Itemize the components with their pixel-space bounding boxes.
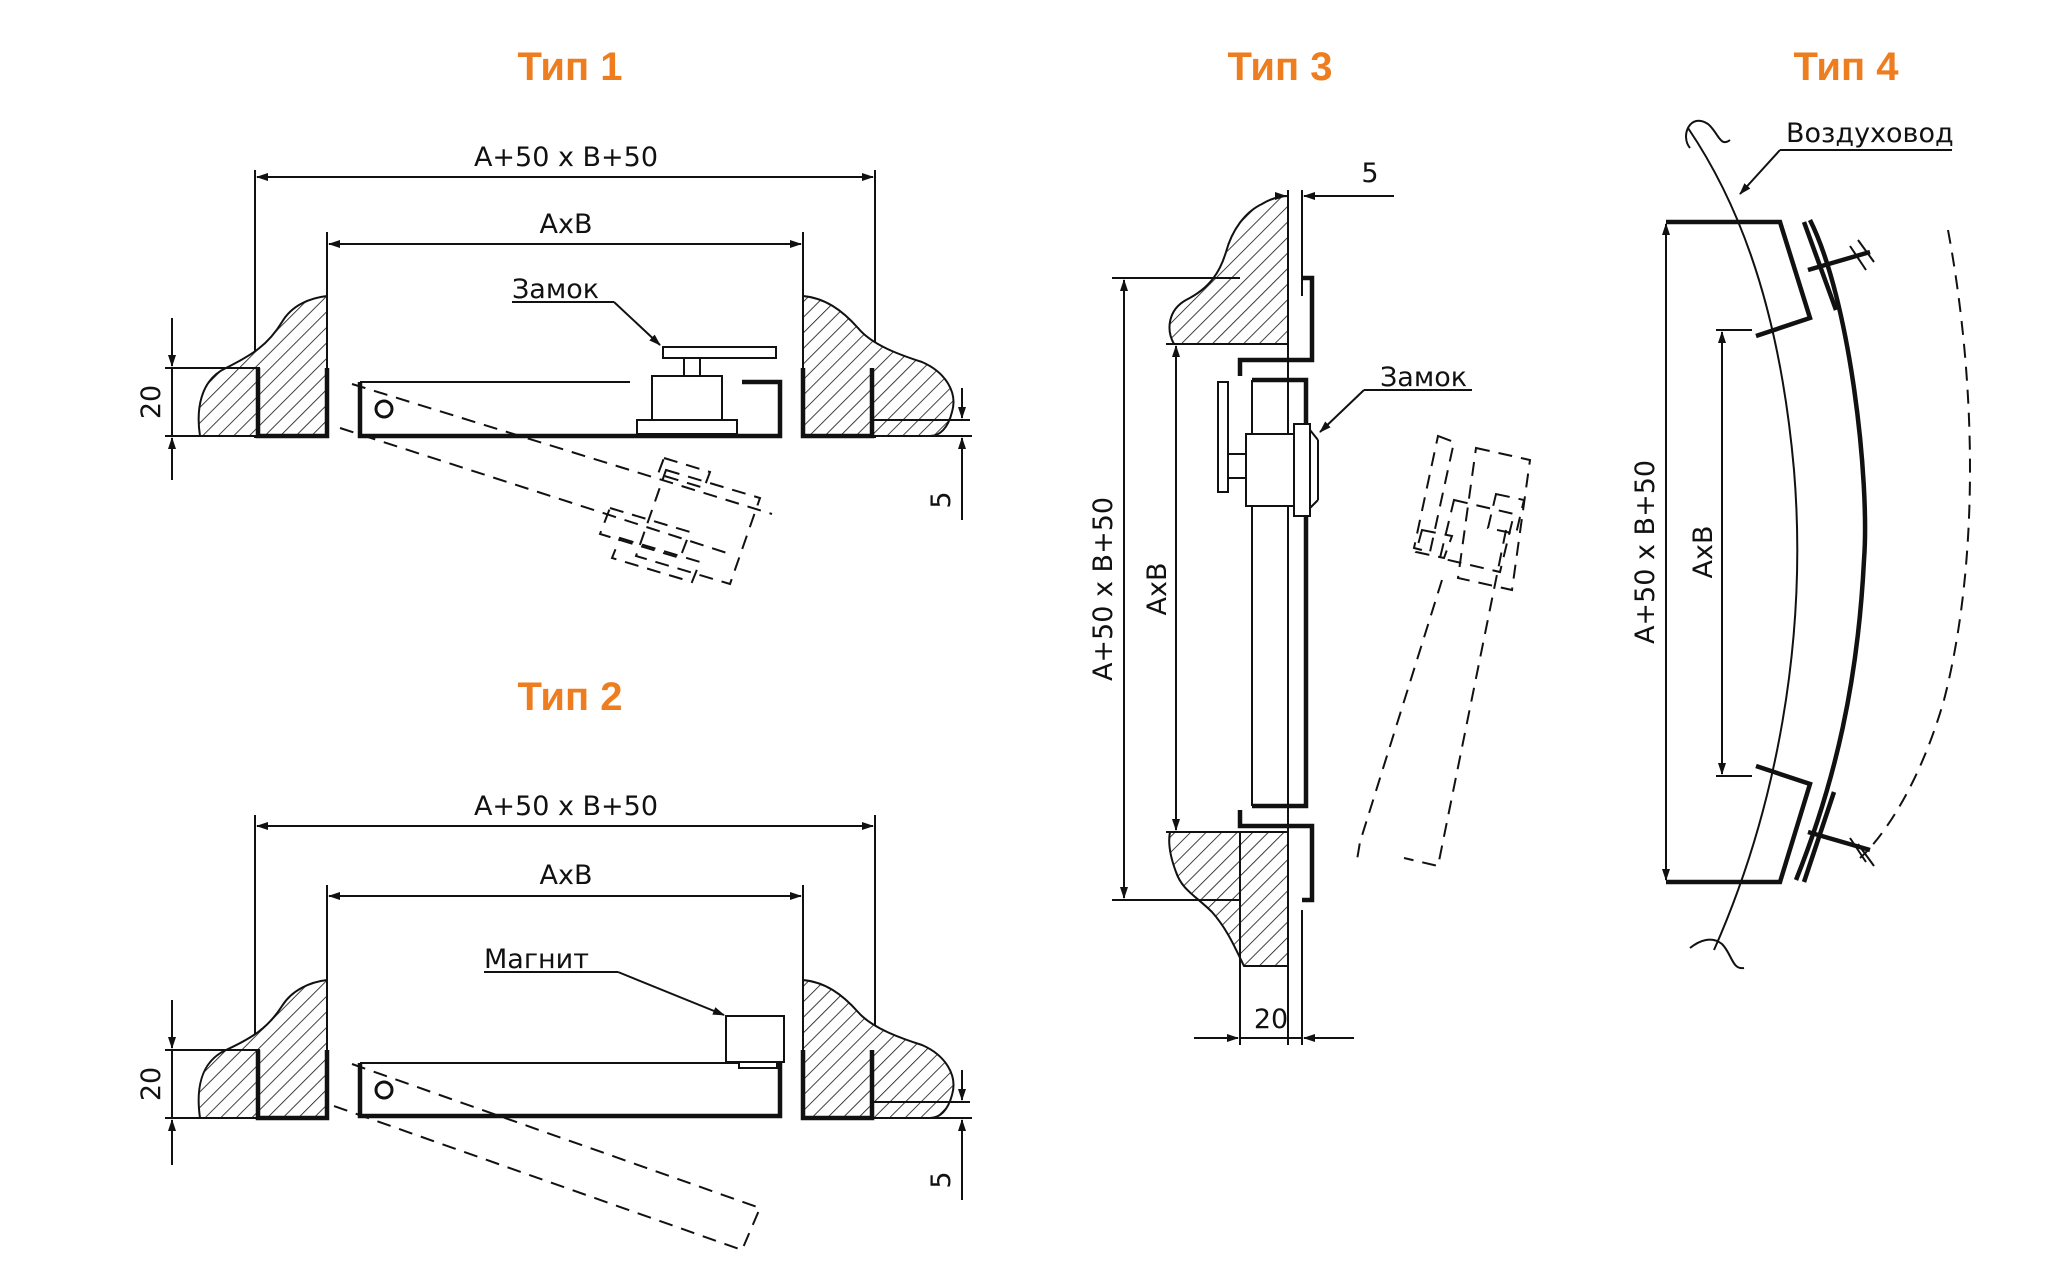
type2-wall-right [802,978,955,1119]
type2-magnet [725,1015,785,1063]
type3-dim-20-label: 20 [1254,1004,1288,1035]
type4-duct-label: Воздуховод [1786,118,1954,149]
type2-hinge-icon [374,1080,394,1100]
type2-door-open-outline [333,1063,762,1252]
type1-frame-right [800,368,875,439]
type2-drawing: Тип 2 A+50 x B+50 AxB Магнит 2 [136,675,972,1252]
type1-frame-left [255,368,330,439]
type1-hinge-icon [374,399,394,419]
type3-inner-dimension-label: AxB [1142,563,1173,616]
type3-lock-label: Замок [1380,362,1467,393]
type4-frame-top [1666,219,1813,339]
type1-wall-right [802,294,955,437]
type2-wall-left [197,978,328,1119]
type2-dim-20-label: 20 [136,1067,167,1101]
type4-duct-wall [1687,127,1799,951]
type4-title: Тип 4 [1793,45,1899,89]
type4-door-open-arc [1859,229,1971,859]
type3-drawing: Тип 3 Замок 5 [1088,45,1532,1045]
type2-inner-dimension-label: AxB [540,860,593,891]
type4-door-panel [1793,218,1868,881]
type1-wall-left [197,294,328,437]
type4-outer-dimension-label: A+50 x B+50 [1630,460,1661,644]
type1-dim-5-label: 5 [926,491,957,508]
type4-frame-bottom [1666,763,1813,885]
type2-title: Тип 2 [517,675,622,719]
type1-door-open-outline [339,383,773,555]
type3-lock-handle [1217,381,1229,493]
type1-dim-20-label: 20 [136,385,167,419]
type4-drawing: Тип 4 Воздуховод A+50 x B+50 AxB [1630,45,1971,970]
type1-lock-label: Замок [512,274,599,305]
type3-door-open-outline [1355,529,1507,868]
type2-dim-5-label: 5 [926,1171,957,1188]
type3-outer-dimension-label: A+50 x B+50 [1088,497,1119,681]
type1-inner-dimension-label: AxB [540,209,593,240]
type2-frame-left [255,1050,330,1121]
type3-dim-5-label: 5 [1361,158,1378,189]
type1-door-panel [357,379,783,439]
type2-magnet-label: Магнит [484,944,589,975]
type1-drawing: Тип 1 A+50 x B+50 AxB Замок [136,45,972,586]
type3-title: Тип 3 [1227,45,1332,89]
type1-title: Тип 1 [517,45,622,89]
type2-outer-dimension-label: A+50 x B+50 [474,791,658,822]
type2-door-panel [357,1063,783,1119]
type3-wall-top [1168,194,1289,345]
type2-frame-right [800,1050,875,1121]
type4-inner-dimension-label: AxB [1688,526,1719,579]
type1-lock-handle [662,346,777,359]
type3-frame [1237,275,1315,903]
type3-door-panel [1252,377,1309,809]
type1-outer-dimension-label: A+50 x B+50 [474,142,658,173]
